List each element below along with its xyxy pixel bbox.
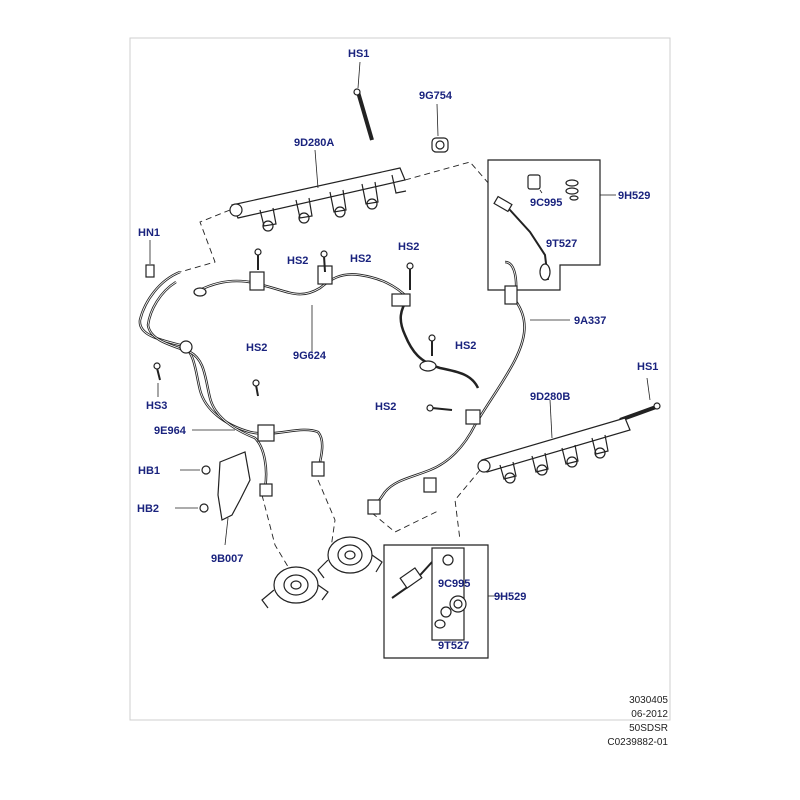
callout-hs1-top: HS1 (348, 48, 369, 60)
reference-block: 3030405 06-2012 50SDSR C0239882-01 (607, 694, 668, 750)
fuel-pumps (261, 536, 383, 609)
injector-kit-inset-top (487, 159, 616, 291)
callout-hs3: HS3 (146, 400, 167, 412)
fuel-pipe-center (391, 293, 480, 389)
diagram-frame (129, 37, 671, 721)
callout-9t527-top: 9T527 (546, 238, 577, 250)
callout-9t527-bottom: 9T527 (438, 640, 469, 652)
injector-kit-inset-bottom (383, 544, 502, 659)
fuel-rail-9d280a (229, 149, 407, 232)
callout-9d280b: 9D280B (530, 391, 570, 403)
callout-9d280a: 9D280A (294, 137, 334, 149)
callout-hb2: HB2 (137, 503, 159, 515)
bolts-hs2 (252, 248, 453, 412)
nut-hn1 (145, 240, 155, 278)
callout-9a337: 9A337 (574, 315, 606, 327)
callout-hb1: HB1 (138, 465, 160, 477)
callout-hs2-e: HS2 (246, 342, 267, 354)
callout-9g624: 9G624 (293, 350, 327, 362)
reference-number: 3030405 (629, 695, 668, 706)
callout-9c995-top: 9C995 (530, 197, 562, 209)
reference-code: 50SDSR (629, 723, 668, 734)
fuel-pipe-9a337 (367, 260, 570, 515)
callout-hs2-a: HS2 (287, 255, 308, 267)
bolt-hs3 (153, 362, 161, 397)
callout-hs2-d: HS2 (455, 340, 476, 352)
callout-9h529-top: 9H529 (618, 190, 650, 202)
fuel-rail-9d280b (477, 399, 631, 484)
bolt-hs1-right (619, 377, 661, 422)
callout-hs2-b: HS2 (350, 253, 371, 265)
callout-hs1-right: HS1 (637, 361, 658, 373)
reference-image-id: C0239882-01 (607, 737, 668, 748)
callout-9c995-bottom: 9C995 (438, 578, 470, 590)
callout-hn1: HN1 (138, 227, 160, 239)
pressure-sensor-9g754 (431, 103, 449, 153)
fuel-pipe-9g624 (193, 265, 409, 352)
callout-9h529-bottom: 9H529 (494, 591, 526, 603)
fuel-pipe-9e964 (138, 270, 325, 497)
callout-9g754: 9G754 (419, 90, 453, 102)
callout-9e964: 9E964 (154, 425, 187, 437)
bracket-9b007 (175, 451, 251, 546)
reference-date: 06-2012 (631, 709, 668, 720)
dashed-leaders (179, 161, 491, 571)
bolt-hs1-top (353, 61, 374, 141)
callout-hs2-f: HS2 (375, 401, 396, 413)
callout-9b007: 9B007 (211, 553, 243, 565)
callout-hs2-c: HS2 (398, 241, 419, 253)
